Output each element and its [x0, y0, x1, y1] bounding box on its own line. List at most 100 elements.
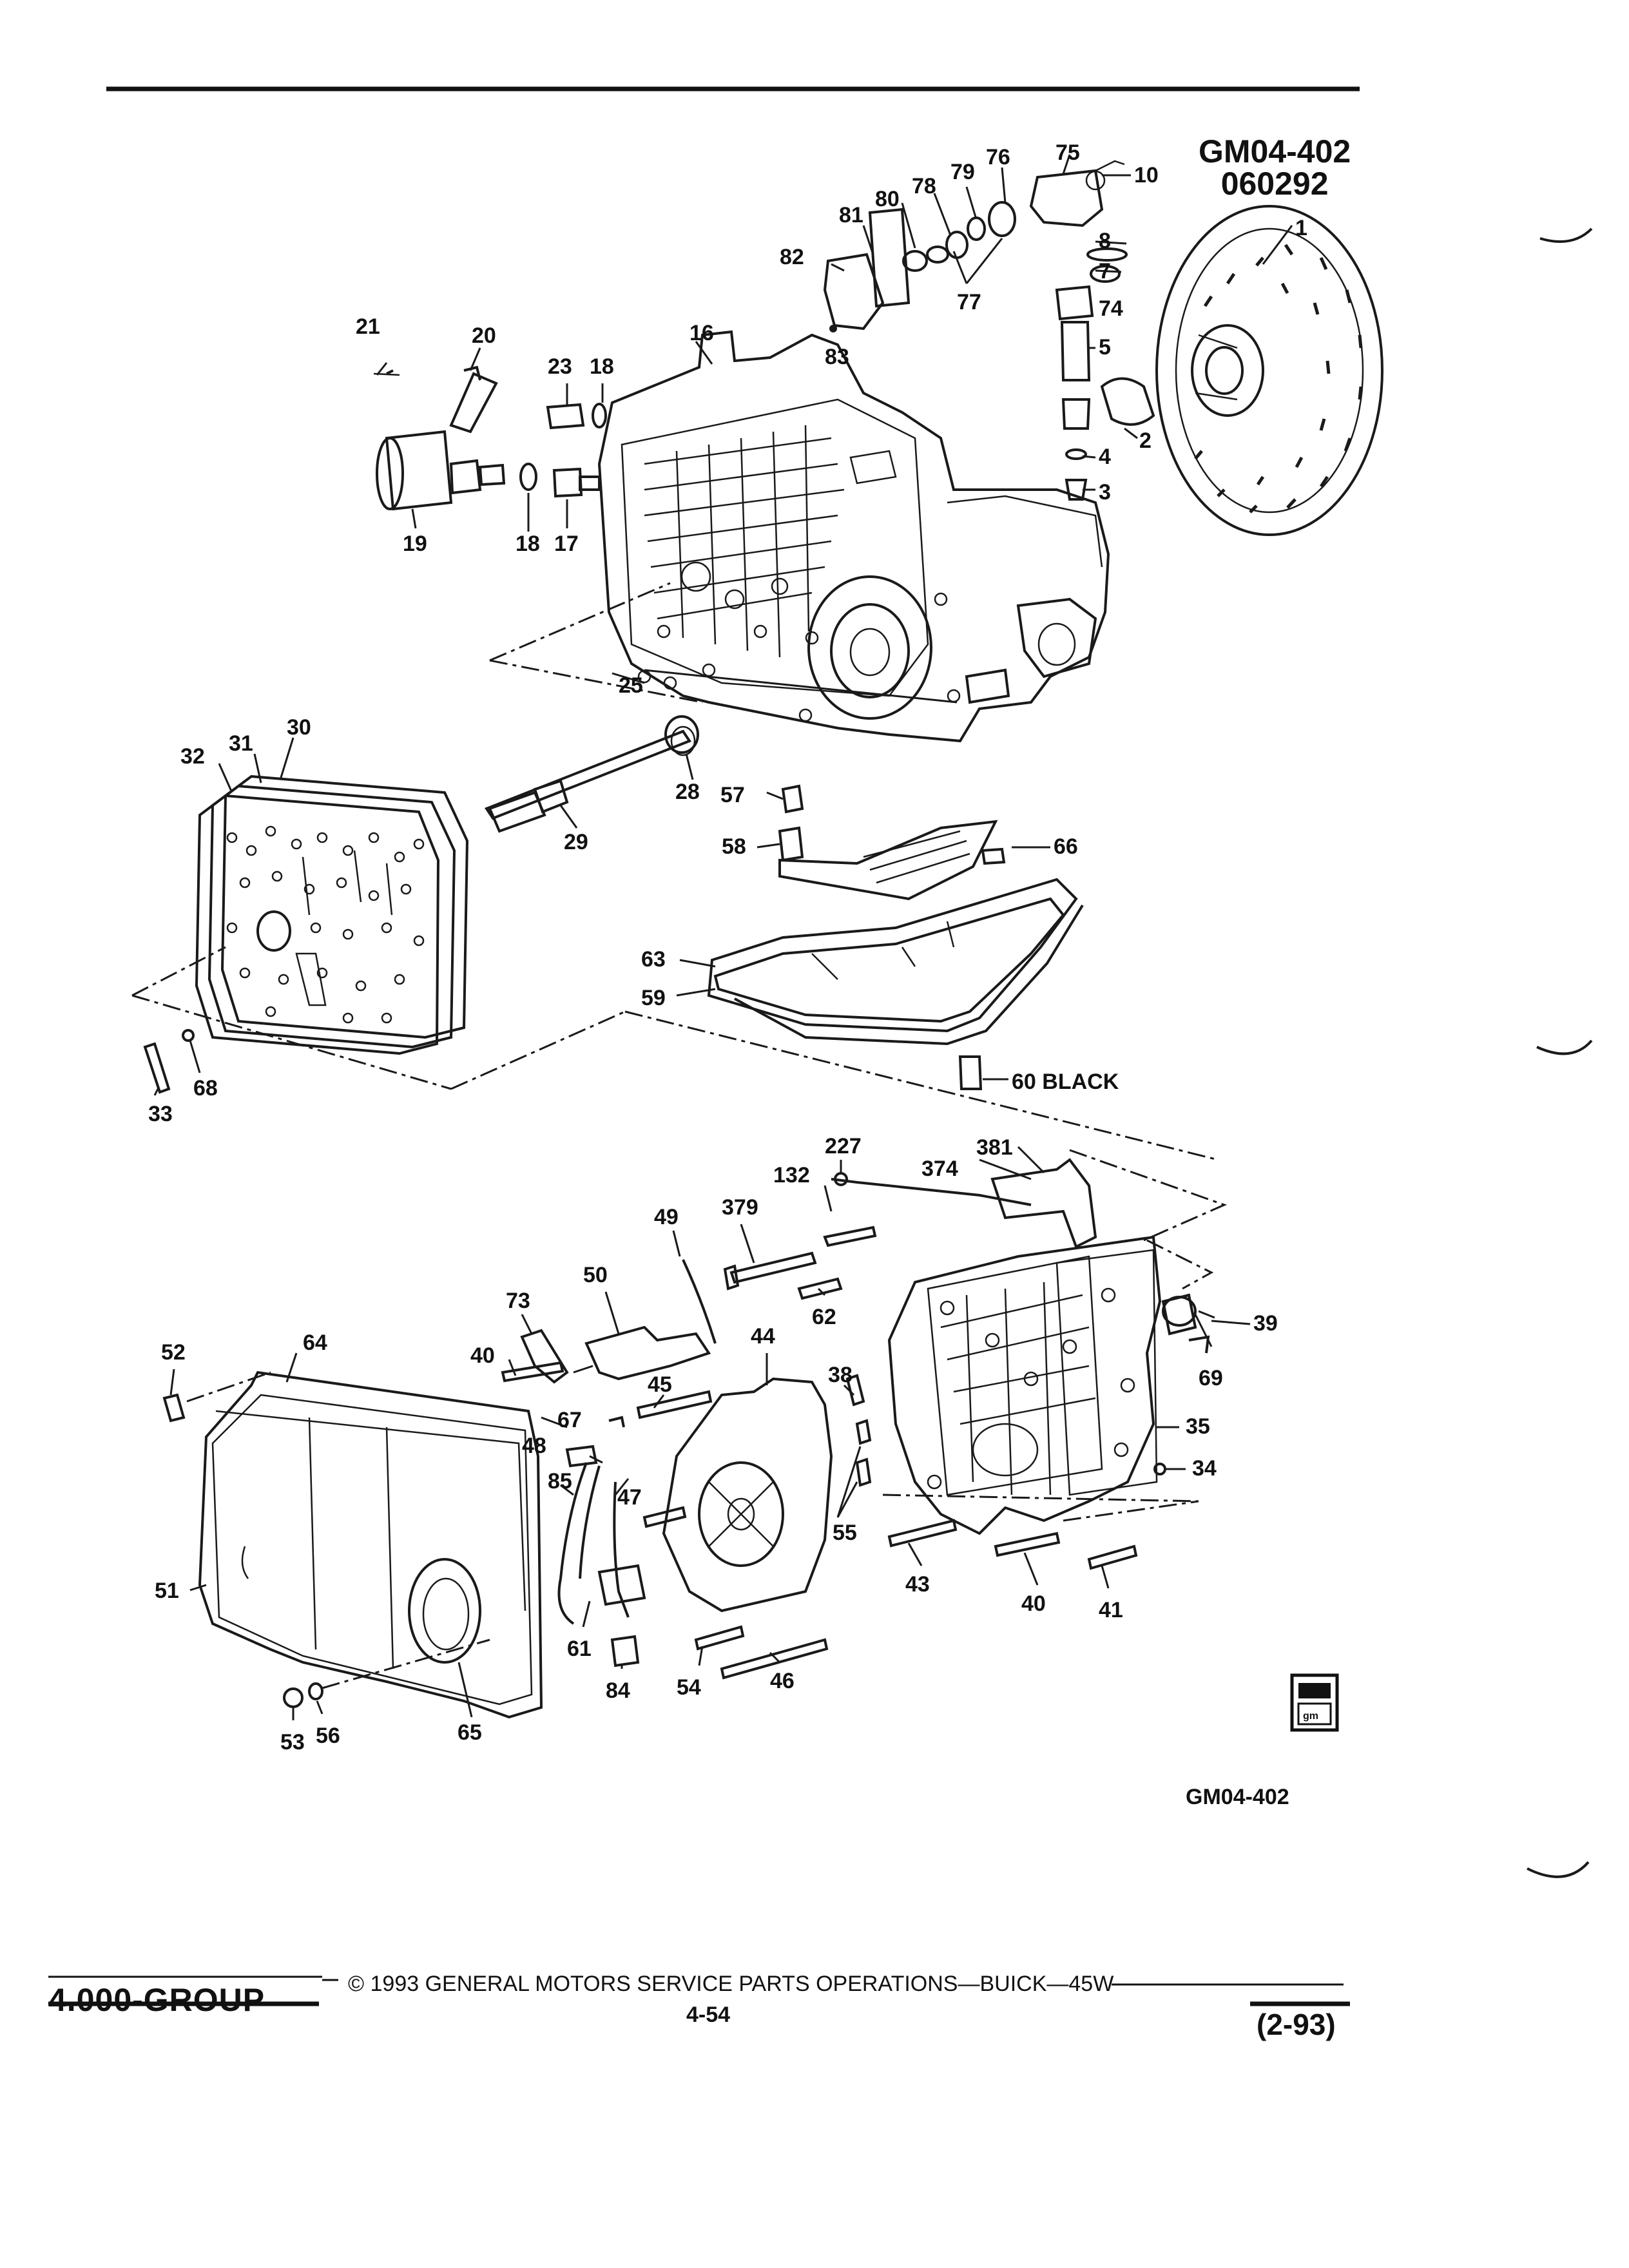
accumulator-housing — [662, 1377, 833, 1613]
callout-20: 20 — [472, 323, 496, 348]
page-number: 4-54 — [686, 2003, 731, 2027]
callout-52: 52 — [161, 1340, 186, 1365]
callout-77: 77 — [957, 290, 981, 314]
callout-4: 4 — [1099, 445, 1111, 469]
bolts-upper — [723, 1225, 877, 1300]
callout-40: 40 — [470, 1343, 495, 1368]
callout-82: 82 — [780, 245, 804, 269]
callout-57: 57 — [720, 783, 745, 807]
drain-plug — [958, 1055, 983, 1090]
callout-56: 56 — [316, 1724, 340, 1748]
manual-detent-bracket — [520, 1325, 711, 1384]
callout-75: 75 — [1055, 140, 1080, 165]
callout-74: 74 — [1099, 296, 1123, 321]
callout-374: 374 — [921, 1157, 958, 1181]
binder-marks — [1527, 227, 1593, 1878]
callout-76: 76 — [986, 145, 1010, 169]
channel-plate-381 — [990, 1158, 1097, 1249]
callout-67: 67 — [557, 1408, 582, 1432]
figure-date-code: 060292 — [1220, 166, 1329, 202]
callout-40: 40 — [1021, 1591, 1046, 1616]
callout-34: 34 — [1192, 1456, 1217, 1481]
valve-body-side-parts — [1153, 1293, 1210, 1475]
callout-29: 29 — [564, 830, 588, 854]
callout-53: 53 — [280, 1730, 305, 1754]
callout-45: 45 — [648, 1372, 672, 1397]
callout-49: 49 — [654, 1205, 679, 1229]
callout-labels: 1 2 3 4 5 74 7 8 10 75 76 79 78 80 81 82… — [148, 140, 1307, 1754]
callout-379: 379 — [722, 1195, 758, 1220]
callout-58: 58 — [722, 834, 746, 859]
lower-alignment-line — [882, 1494, 1199, 1522]
callout-54: 54 — [677, 1675, 701, 1700]
wiring-harness — [557, 1416, 646, 1667]
gm-spo-logo-icon: gm — [1290, 1673, 1339, 1732]
figure-code: GM04-402 — [1199, 133, 1351, 169]
callout-35: 35 — [1186, 1414, 1210, 1439]
figure-code-header: GM04-402 060292 — [1199, 135, 1351, 200]
control-valve-body — [887, 1235, 1162, 1535]
callout-2: 2 — [1139, 428, 1152, 453]
callout-65: 65 — [458, 1720, 482, 1745]
copyright-notice: © 1993 GENERAL MOTORS SERVICE PARTS OPER… — [348, 1972, 1114, 1996]
pan-bolts — [162, 1393, 323, 1708]
callout-62: 62 — [812, 1305, 836, 1329]
input-shaft — [484, 715, 699, 833]
leader-lines — [153, 154, 1293, 1720]
callout-31: 31 — [229, 731, 253, 756]
callout-84: 84 — [606, 1678, 630, 1703]
revision-date: (2-93) — [1257, 2008, 1336, 2041]
callout-59: 59 — [641, 986, 666, 1010]
callout-81: 81 — [839, 203, 863, 227]
plate-bolts — [143, 1029, 195, 1094]
transmission-case — [597, 330, 1110, 743]
oil-pan-lower — [707, 878, 1084, 1046]
valve-body-alignment-line — [1069, 1149, 1228, 1290]
callout-5: 5 — [1099, 335, 1111, 360]
callout-66: 66 — [1054, 834, 1078, 859]
callout-47: 47 — [617, 1485, 642, 1510]
callout-83: 83 — [825, 345, 849, 369]
callout-80: 80 — [875, 187, 900, 211]
callout-64: 64 — [303, 1331, 327, 1355]
callout-32: 32 — [180, 744, 205, 769]
callout-50: 50 — [583, 1263, 608, 1287]
callout-48: 48 — [522, 1434, 546, 1458]
callout-18: 18 — [590, 354, 614, 379]
callout-3: 3 — [1099, 480, 1111, 505]
callout-69: 69 — [1199, 1366, 1223, 1390]
callout-132: 132 — [773, 1163, 810, 1187]
callout-8: 8 — [1099, 229, 1111, 253]
speed-sensor-stack — [1029, 160, 1155, 501]
callout-10: 10 — [1134, 163, 1159, 187]
svg-text:gm: gm — [1303, 1711, 1318, 1722]
torque-converter — [1155, 205, 1383, 536]
valve-body-plates — [195, 774, 469, 1055]
callout-41: 41 — [1099, 1598, 1123, 1622]
callout-18: 18 — [516, 532, 540, 556]
detent-spring-wire — [682, 1172, 1032, 1344]
callout-78: 78 — [912, 174, 936, 198]
callout-21: 21 — [356, 314, 380, 339]
callout-79: 79 — [950, 160, 975, 184]
callout-7: 7 — [1099, 259, 1111, 284]
callout-39: 39 — [1253, 1311, 1278, 1336]
oil-filter — [778, 784, 1006, 901]
plate-hole-pattern — [226, 825, 425, 1024]
callout-73: 73 — [506, 1289, 530, 1313]
callout-25: 25 — [619, 673, 643, 698]
callout-44: 44 — [751, 1324, 775, 1349]
callout-68: 68 — [193, 1076, 218, 1100]
callout-46: 46 — [770, 1669, 795, 1693]
figure-code-footer: GM04-402 — [1186, 1785, 1289, 1809]
callout-51: 51 — [155, 1579, 179, 1603]
valve-body-detail — [927, 1282, 1135, 1495]
plate-alignment-line — [131, 946, 1219, 1161]
callout-16: 16 — [689, 321, 714, 345]
solenoid-sensor-parts — [373, 365, 607, 511]
callout-43: 43 — [905, 1572, 930, 1597]
callout-28: 28 — [675, 780, 700, 804]
callout-63: 63 — [641, 947, 666, 972]
